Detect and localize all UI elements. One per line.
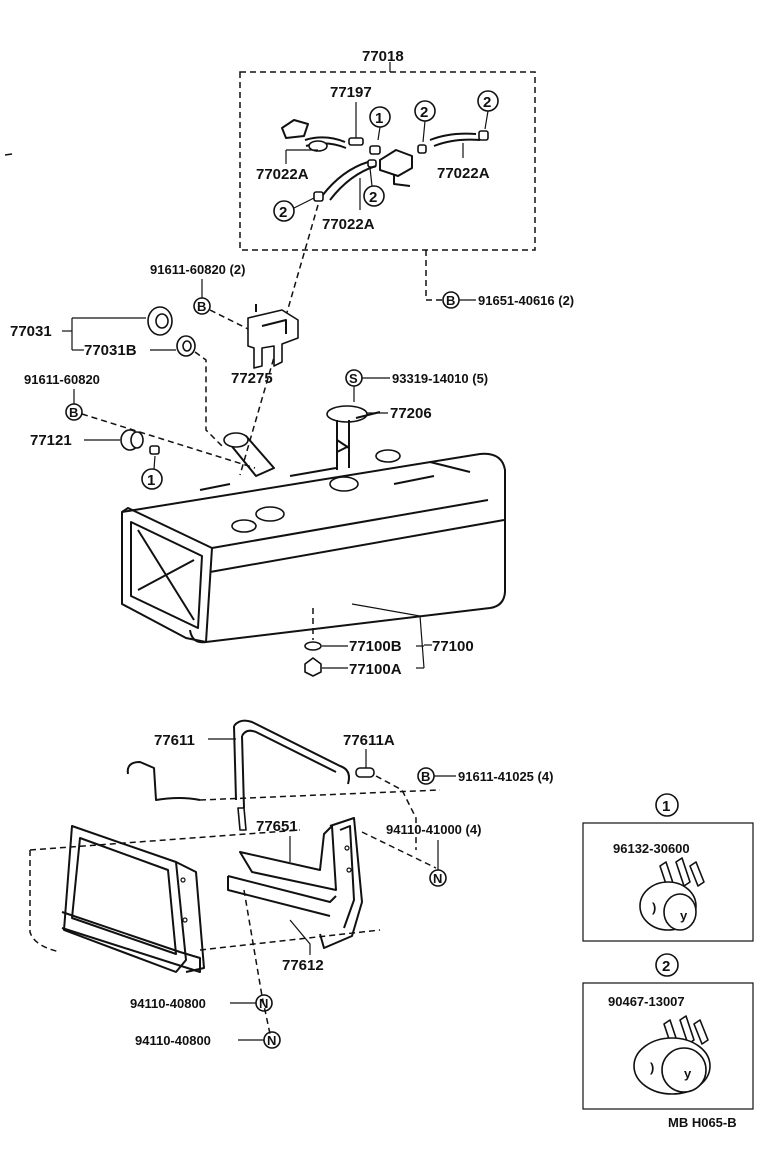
label-bolt-91611-41025: 91611-41025 (4) xyxy=(458,769,553,784)
label-band-77612: 77612 xyxy=(282,957,324,974)
svg-text:1: 1 xyxy=(375,110,383,127)
label-tank-77100: 77100 xyxy=(432,638,474,655)
label-bolt-91651-40616: 91651-40616 (2) xyxy=(478,293,574,308)
clip-mark-2-center: 2 xyxy=(414,100,436,143)
svg-text:N: N xyxy=(433,871,442,886)
svg-text:1: 1 xyxy=(662,798,670,815)
sender-77206: 77206 xyxy=(326,405,432,470)
label-nut-94110-40800-b: 94110-40800 xyxy=(135,1033,211,1048)
label-assembly-77018: 77018 xyxy=(362,48,404,65)
clip-mark-2-right: 2 xyxy=(477,90,499,130)
bolt-b-single: B xyxy=(65,403,83,421)
label-screw-93319-14010: 93319-14010 (5) xyxy=(392,371,488,386)
fuel-tank: 77100 xyxy=(121,432,506,669)
band-assembly: 77611 77611A B 91611-41025 (4) 77651 xyxy=(29,719,553,1049)
legend-clip-1: 1 96132-30600 ) y xyxy=(582,793,754,942)
label-bolt-91611-60820-2: 91611-60820 (2) xyxy=(150,262,245,277)
nut-n-lower-2: N xyxy=(263,1031,281,1049)
svg-text:1: 1 xyxy=(147,472,155,489)
label-gasket-77100b: 77100B xyxy=(349,638,402,655)
label-hose-77022a-left: 77022A xyxy=(256,166,309,183)
bolt-b-right: B 91651-40616 (2) xyxy=(442,291,574,309)
cap-77121: 77121 1 xyxy=(30,429,163,490)
legend-clip-2: 2 90467-13007 ) y xyxy=(582,953,754,1110)
svg-text:): ) xyxy=(652,900,656,915)
svg-text:S: S xyxy=(349,371,358,386)
label-hose-77022a-bottom: 77022A xyxy=(322,216,375,233)
label-sender-77206: 77206 xyxy=(390,405,432,422)
clip-mark-2-left: 2 xyxy=(273,197,315,222)
svg-text:N: N xyxy=(259,996,268,1011)
bracket-77275: 77275 xyxy=(231,304,299,387)
label-band-77651: 77651 xyxy=(256,818,298,835)
label-gauge-77031: 77031 xyxy=(10,323,52,340)
svg-text:B: B xyxy=(421,769,430,784)
svg-text:N: N xyxy=(267,1033,276,1048)
nut-n-lower-1: N xyxy=(255,994,273,1012)
nut-n-band: N xyxy=(429,869,447,887)
assembly-dashed-box xyxy=(239,71,536,251)
diagram-code: MB H065-B xyxy=(668,1115,737,1130)
label-plug-77100a: 77100A xyxy=(349,661,402,678)
hose-assembly-group: 77018 77197 77022A 77022A 77022A xyxy=(239,48,536,251)
label-pin-77611a: 77611A xyxy=(343,732,395,749)
svg-text:B: B xyxy=(446,293,455,308)
clip-mark-1-upper: 1 xyxy=(369,106,391,141)
label-gauge-77031b: 77031B xyxy=(84,342,137,359)
svg-text:2: 2 xyxy=(369,189,377,206)
svg-text:2: 2 xyxy=(662,958,670,975)
screw-s: S 93319-14010 (5) xyxy=(345,369,488,402)
label-clip-96132-30600: 96132-30600 xyxy=(613,841,690,856)
label-bolt-91611-60820: 91611-60820 xyxy=(24,372,100,387)
label-nut-94110-40800-a: 94110-40800 xyxy=(130,996,206,1011)
svg-text:): ) xyxy=(650,1060,654,1075)
bolt-b-left: B xyxy=(193,297,211,315)
label-clip-90467-13007: 90467-13007 xyxy=(608,994,685,1009)
label-nut-94110-41000: 94110-41000 (4) xyxy=(386,822,481,837)
svg-text:y: y xyxy=(680,908,688,923)
label-clip-77197: 77197 xyxy=(330,84,372,101)
svg-text:B: B xyxy=(69,405,78,420)
svg-text:B: B xyxy=(197,299,206,314)
svg-text:2: 2 xyxy=(279,204,287,221)
svg-text:2: 2 xyxy=(483,94,491,111)
gauge-group: 77031 77031B xyxy=(10,306,196,359)
svg-text:2: 2 xyxy=(420,104,428,121)
drain-group: 77100B 77100A xyxy=(304,608,424,678)
label-band-77611: 77611 xyxy=(154,732,195,749)
label-cap-77121: 77121 xyxy=(30,432,72,449)
label-bracket-77275: 77275 xyxy=(231,370,273,387)
label-hose-77022a-right: 77022A xyxy=(437,165,490,182)
legend-box-1 xyxy=(582,822,754,942)
svg-text:y: y xyxy=(684,1066,692,1081)
bolt-b-band: B 91611-41025 (4) xyxy=(417,767,553,785)
legend-box-2 xyxy=(582,982,754,1110)
clip-mark-2-lower: 2 xyxy=(363,167,385,207)
